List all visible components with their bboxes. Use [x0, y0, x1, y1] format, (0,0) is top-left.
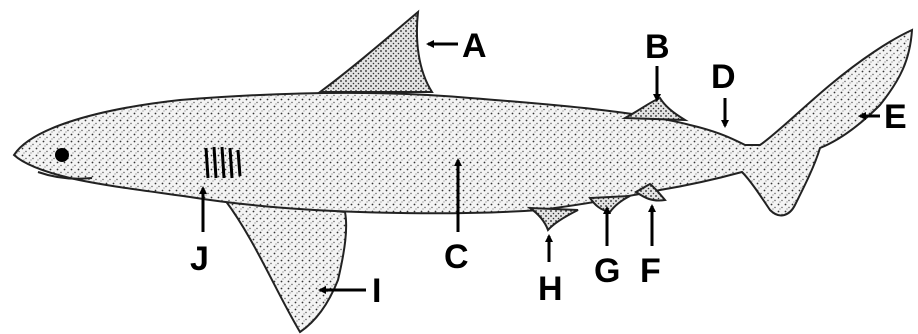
pelvic-fin: [530, 208, 578, 230]
eye: [55, 148, 69, 162]
pectoral-fin: [225, 200, 346, 332]
label-i: I: [372, 272, 381, 310]
label-c: C: [444, 238, 469, 276]
label-j: J: [190, 240, 209, 278]
label-h: H: [538, 270, 563, 308]
label-a: A: [462, 27, 487, 65]
label-b: B: [645, 28, 670, 66]
second-dorsal-fin: [625, 98, 685, 120]
label-g: G: [594, 252, 620, 290]
first-dorsal-fin: [320, 12, 432, 92]
label-d: D: [711, 58, 736, 96]
anal-fin: [590, 196, 630, 212]
label-e: E: [884, 98, 907, 136]
label-f: F: [640, 252, 661, 290]
